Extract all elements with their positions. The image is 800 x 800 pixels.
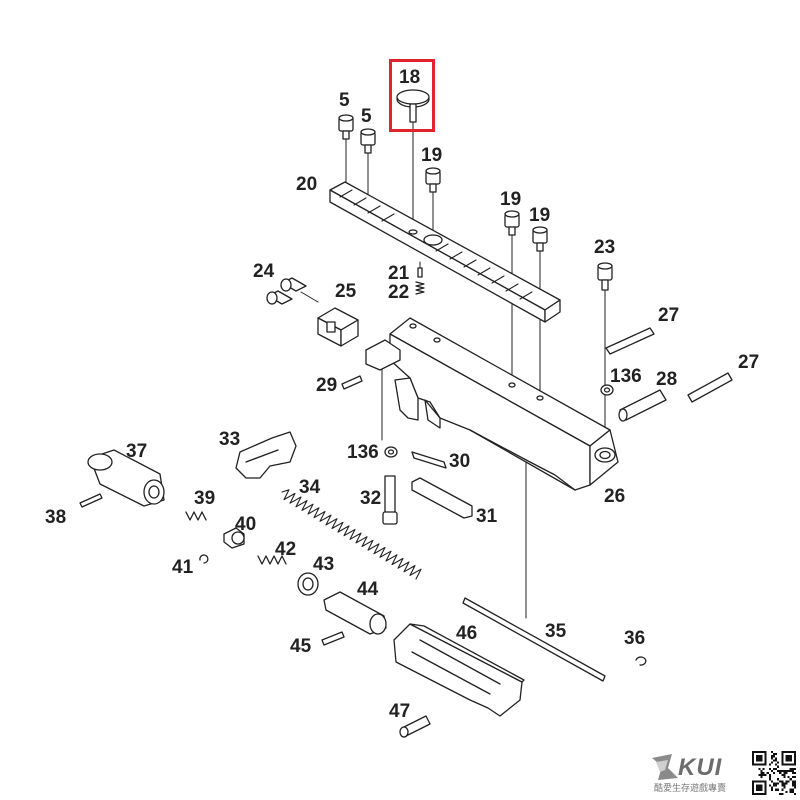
qr-code-icon (752, 751, 796, 795)
label-part-44: 44 (357, 579, 379, 600)
part-35-rod (462, 597, 606, 682)
label-part-35: 35 (545, 621, 567, 642)
part-33-part (235, 431, 297, 479)
label-part-27-upper: 27 (658, 305, 680, 326)
label-part-136-right: 136 (610, 366, 642, 387)
part-39-spring (185, 511, 207, 521)
label-part-32: 32 (360, 488, 382, 509)
brand-name: KUI (678, 754, 723, 781)
part-19-screw-right (532, 226, 548, 252)
label-part-36: 36 (624, 628, 646, 649)
part-26-receiver-body (365, 317, 619, 491)
part-21-pin (417, 267, 423, 278)
label-part-37: 37 (126, 441, 148, 462)
label-part-47: 47 (389, 701, 411, 722)
label-part-45: 45 (290, 636, 312, 657)
part-19-screw-top (425, 167, 441, 193)
part-27-pin-upper (605, 327, 655, 355)
label-part-41: 41 (172, 557, 194, 578)
label-part-39: 39 (194, 488, 216, 509)
label-part-22: 22 (388, 282, 410, 303)
label-part-28: 28 (656, 369, 678, 390)
label-part-21: 21 (388, 263, 410, 284)
part-40-part (223, 527, 245, 549)
part-28-pin (618, 389, 667, 422)
part-30-leaf-spring (411, 451, 447, 469)
part-43-washer (297, 572, 319, 596)
part-5-screw-left (338, 114, 354, 140)
part-38-pin (79, 493, 103, 508)
part-36-e-clip (635, 656, 647, 666)
part-18-thumb-screw (396, 89, 430, 123)
label-part-19-top: 19 (421, 145, 443, 166)
label-part-20: 20 (296, 174, 318, 195)
label-part-46: 46 (456, 623, 478, 644)
part-34-spring (281, 489, 422, 580)
brand-tagline: 酷愛生存遊戲專賣 (654, 784, 727, 794)
part-41-clip (199, 554, 209, 564)
part-45-pin (321, 631, 345, 646)
label-part-29: 29 (316, 375, 338, 396)
label-part-18: 18 (399, 67, 421, 88)
part-5-screw-right (360, 128, 376, 154)
part-44-piston (323, 591, 387, 635)
part-136-washer-right (600, 384, 614, 396)
part-27-pin-lower (687, 372, 733, 403)
label-part-136-left: 136 (347, 442, 379, 463)
part-136-washer-left (384, 446, 398, 458)
part-23-screw (597, 262, 613, 291)
part-47-pin (399, 715, 431, 738)
label-part-23: 23 (594, 237, 616, 258)
kui-shield-logo-icon (652, 754, 678, 780)
brand-footer: KUI 酷愛生存遊戲專賣 (648, 748, 798, 796)
label-part-24: 24 (253, 261, 275, 282)
label-part-38: 38 (45, 507, 67, 528)
label-part-43: 43 (313, 554, 335, 575)
label-part-34: 34 (299, 477, 321, 498)
label-part-5-left: 5 (339, 90, 350, 111)
label-part-19-mid: 19 (500, 189, 522, 210)
part-22-spring (415, 281, 425, 295)
label-part-33: 33 (219, 429, 241, 450)
label-part-40: 40 (235, 514, 257, 535)
label-part-31: 31 (476, 506, 498, 527)
part-19-screw-mid (504, 210, 520, 236)
part-46-bolt-carrier (393, 623, 525, 717)
part-20-top-rail (329, 181, 561, 323)
label-part-42: 42 (275, 539, 297, 560)
highlight-box-part-18 (389, 59, 435, 132)
part-42-spring (257, 555, 287, 565)
part-32-screw (382, 475, 398, 525)
part-24-screws (266, 277, 307, 305)
assembly-lines (300, 117, 606, 619)
label-part-5-right: 5 (361, 106, 372, 127)
label-part-27-lower: 27 (738, 352, 760, 373)
label-part-25: 25 (335, 281, 357, 302)
label-part-26: 26 (604, 486, 626, 507)
label-part-30: 30 (449, 451, 471, 472)
label-part-19-right: 19 (529, 205, 551, 226)
part-25-block (317, 307, 359, 347)
part-31-plate (411, 477, 473, 519)
part-29-pin (341, 375, 363, 390)
part-37-bolt-head (87, 449, 165, 507)
